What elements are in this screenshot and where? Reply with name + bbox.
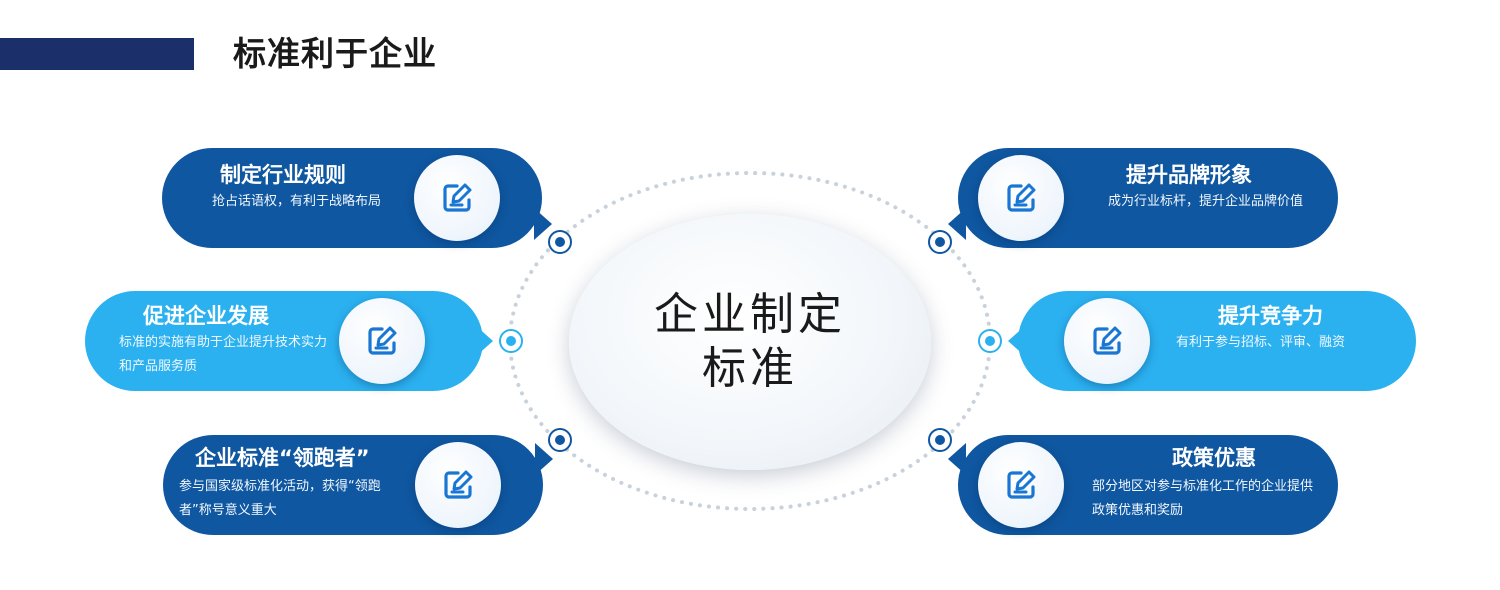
card-desc: 标准的实施有助于企业提升技术实力和产品服务质 [119, 335, 328, 374]
card-desc: 成为行业标杆，提升企业品牌价值 [1108, 194, 1304, 209]
card-bottom-right: 政策优惠 部分地区对参与标准化工作的企业提供政策优惠和奖励 [948, 435, 1338, 535]
edit-icon-badge [339, 298, 425, 384]
edit-icon [443, 183, 472, 212]
ring-node-mid-right [978, 329, 1002, 353]
edit-icon-badge [1064, 298, 1150, 384]
card-title: 政策优惠 [1172, 446, 1256, 470]
card-title: 提升竞争力 [1218, 304, 1323, 328]
card-title: 提升品牌形象 [1126, 163, 1252, 187]
ring-node-mid-left [499, 329, 523, 353]
page-title: 标准利于企业 [233, 34, 437, 73]
card-mid-left: 促进企业发展 标准的实施有助于企业提升技术实力和产品服务质 [85, 291, 493, 391]
edit-icon [444, 470, 473, 499]
card-bottom-left: 企业标准“领跑者” 参与国家级标准化活动，获得“领跑者”称号意义重大 [163, 435, 553, 535]
edit-icon [1093, 326, 1122, 355]
card-top-right: 提升品牌形象 成为行业标杆，提升企业品牌价值 [948, 148, 1338, 248]
ring-node-bottom-left [548, 428, 572, 452]
edit-icon [368, 326, 397, 355]
card-title: 促进企业发展 [143, 304, 269, 328]
edit-icon [1007, 183, 1036, 212]
card-desc: 部分地区对参与标准化工作的企业提供政策优惠和奖励 [1092, 479, 1314, 518]
card-mid-right: 提升竞争力 有利于参与招标、评审、融资 [1008, 291, 1416, 391]
edit-icon [1007, 470, 1036, 499]
card-title: 企业标准“领跑者” [195, 446, 370, 470]
center-text: 企业制定标准 [654, 289, 846, 394]
card-title: 制定行业规则 [220, 163, 346, 187]
card-desc: 有利于参与招标、评审、融资 [1176, 335, 1346, 350]
edit-icon-badge [415, 442, 501, 528]
header-accent-bar [0, 38, 194, 70]
ring-node-top-left [548, 230, 572, 254]
ring-node-bottom-right [928, 428, 952, 452]
ring-node-top-right [928, 230, 952, 254]
edit-icon-badge [414, 155, 500, 241]
center-circle: 企业制定标准 [569, 214, 931, 470]
card-desc: 参与国家级标准化活动，获得“领跑者”称号意义重大 [179, 479, 381, 518]
edit-icon-badge [978, 442, 1064, 528]
card-desc: 抢占话语权，有利于战略布局 [212, 194, 382, 209]
card-top-left: 制定行业规则 抢占话语权，有利于战略布局 [162, 148, 552, 248]
edit-icon-badge [978, 155, 1064, 241]
